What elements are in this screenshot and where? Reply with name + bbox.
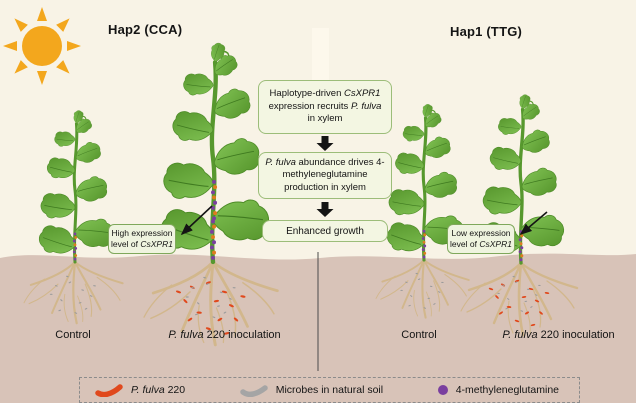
legend-label: P. fulva 220 <box>131 384 186 396</box>
down-arrow-icon <box>316 202 334 217</box>
callout-arrow-low <box>519 211 548 236</box>
down-arrow-icon <box>316 136 334 151</box>
flow-box-recruitment: Haplotype-driven CsXPR1 expression recru… <box>258 80 392 134</box>
callout-arrow-high <box>180 205 213 236</box>
hap2-title: Hap2 (CCA) <box>108 22 183 37</box>
flow-box-enhanced-growth: Enhanced growth <box>262 220 388 242</box>
hap1-title: Hap1 (TTG) <box>450 24 523 39</box>
legend-label: 4-methyleneglutamine <box>455 384 559 396</box>
purple-dot-icon <box>437 385 448 395</box>
callout-high-expression: High expression level of CsXPR1 <box>108 224 176 255</box>
sun-icon <box>3 7 81 85</box>
flow-box-abundance: P. fulva abundance drives 4-methyleneglu… <box>258 152 392 199</box>
bottom-border <box>0 403 636 407</box>
legend-item-natural-microbes: Microbes in natural soil <box>239 383 383 397</box>
label-hap2-control: Control <box>55 329 91 341</box>
gray-curved-microbe-icon <box>239 385 268 397</box>
background-strip <box>312 28 329 82</box>
legend-item-metabolite: 4-methyleneglutamine <box>437 384 559 396</box>
legend: P. fulva 220 Microbes in natural soil 4-… <box>79 377 580 403</box>
legend-item-p-fulva: P. fulva 220 <box>94 383 185 397</box>
label-hap2-inoculated: P. fulva 220 inoculation <box>168 329 281 341</box>
label-hap1-control: Control <box>401 329 437 341</box>
callout-low-expression: Low expression level of CsXPR1 <box>447 224 515 255</box>
legend-label: Microbes in natural soil <box>275 384 384 396</box>
red-curved-microbe-icon <box>95 384 123 397</box>
label-hap1-inoculated: P. fulva 220 inoculation <box>502 329 615 341</box>
